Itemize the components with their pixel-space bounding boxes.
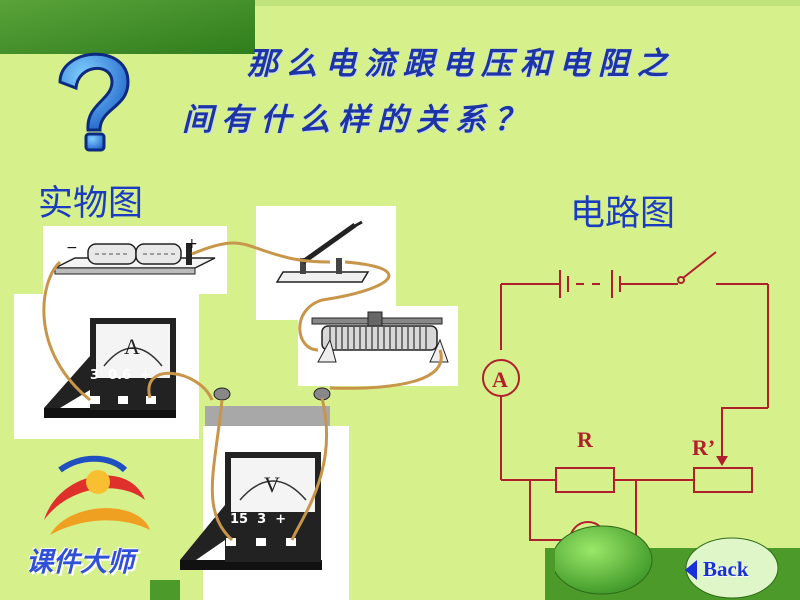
rheostat-symbol [693,467,753,493]
question-line-1: 那么电流跟电压和电阻之 [247,46,676,82]
back-button-bg [555,525,779,599]
wire-bar [205,406,330,426]
question-line-2: 间有什么样的关系？ [182,102,533,138]
physical-diagram-label: 实物图 [38,184,144,224]
voltmeter-scale: 15 3 + [230,512,287,527]
voltmeter-symbol: V [264,472,280,497]
ammeter-symbol: A [124,334,140,359]
rheostat-label: R’ [692,435,716,460]
sliding-rheostat [311,311,449,363]
back-arrow-icon [685,560,697,580]
circuit-diagram-label: 电路图 [570,194,676,234]
circuit-ammeter-symbol: A [492,367,508,392]
question-mark-icon [58,52,130,152]
ammeter [44,318,176,418]
logo-text: 课件大师 [26,547,134,578]
battery-minus: − [66,240,78,256]
battery-plus: + [186,236,198,252]
connecting-wires [42,241,443,542]
top-banner [0,0,255,54]
battery-holder [54,243,216,275]
bottom-banner-left [150,580,180,600]
ammeter-scale: 3 0.6 + [90,368,152,383]
knife-switch [275,220,370,283]
resistor-symbol [555,467,615,493]
logo-icon [44,455,150,535]
back-button[interactable]: Back [703,557,749,581]
voltmeter [180,452,322,570]
resistor-label: R [577,427,593,452]
